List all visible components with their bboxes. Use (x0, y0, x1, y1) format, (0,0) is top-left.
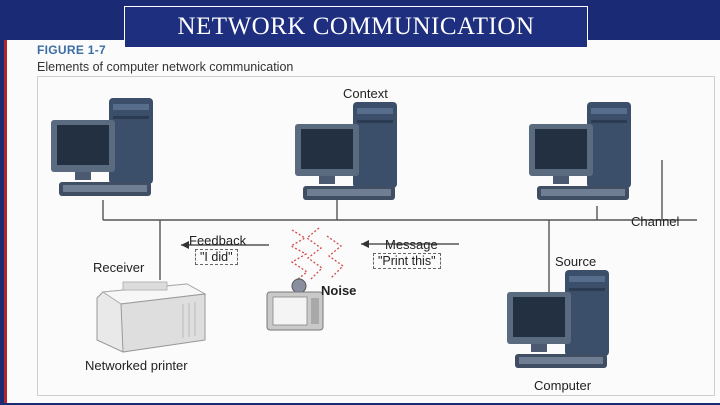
noise-label: Noise (321, 283, 357, 298)
slide-title-box: NETWORK COMMUNICATION (124, 6, 588, 48)
computer-icon-left (51, 98, 153, 196)
feedback-quote: "I did" (195, 249, 238, 265)
source-label: Source (555, 254, 597, 269)
noise-wave-2 (305, 227, 324, 281)
noise-wave-3 (326, 235, 345, 279)
computer-icon-source (507, 270, 609, 368)
computer-icon-right (529, 102, 631, 200)
figure-number: FIGURE 1-7 (37, 43, 107, 57)
printer-icon (96, 281, 207, 353)
figure-caption: Elements of computer network communicati… (37, 60, 294, 74)
figure-frame (37, 76, 715, 396)
noise-tv-icon (266, 278, 324, 331)
network-lines (102, 160, 697, 298)
message-arrow-head (361, 240, 369, 248)
message-quote: "Print this" (373, 253, 441, 269)
computer-label: Computer (534, 378, 592, 393)
slide-title: NETWORK COMMUNICATION (177, 13, 535, 40)
noise-wave-1 (289, 229, 309, 283)
computer-icon-context (295, 102, 397, 200)
receiver-label: Receiver (93, 260, 145, 275)
network-figure: FIGURE 1-7 Elements of computer network … (4, 40, 720, 403)
context-label: Context (343, 86, 388, 101)
feedback-label: Feedback (189, 233, 247, 248)
channel-label: Channel (631, 214, 680, 229)
printer-label: Networked printer (85, 358, 188, 373)
message-label: Message (385, 237, 438, 252)
feedback-arrow-head (181, 241, 189, 249)
